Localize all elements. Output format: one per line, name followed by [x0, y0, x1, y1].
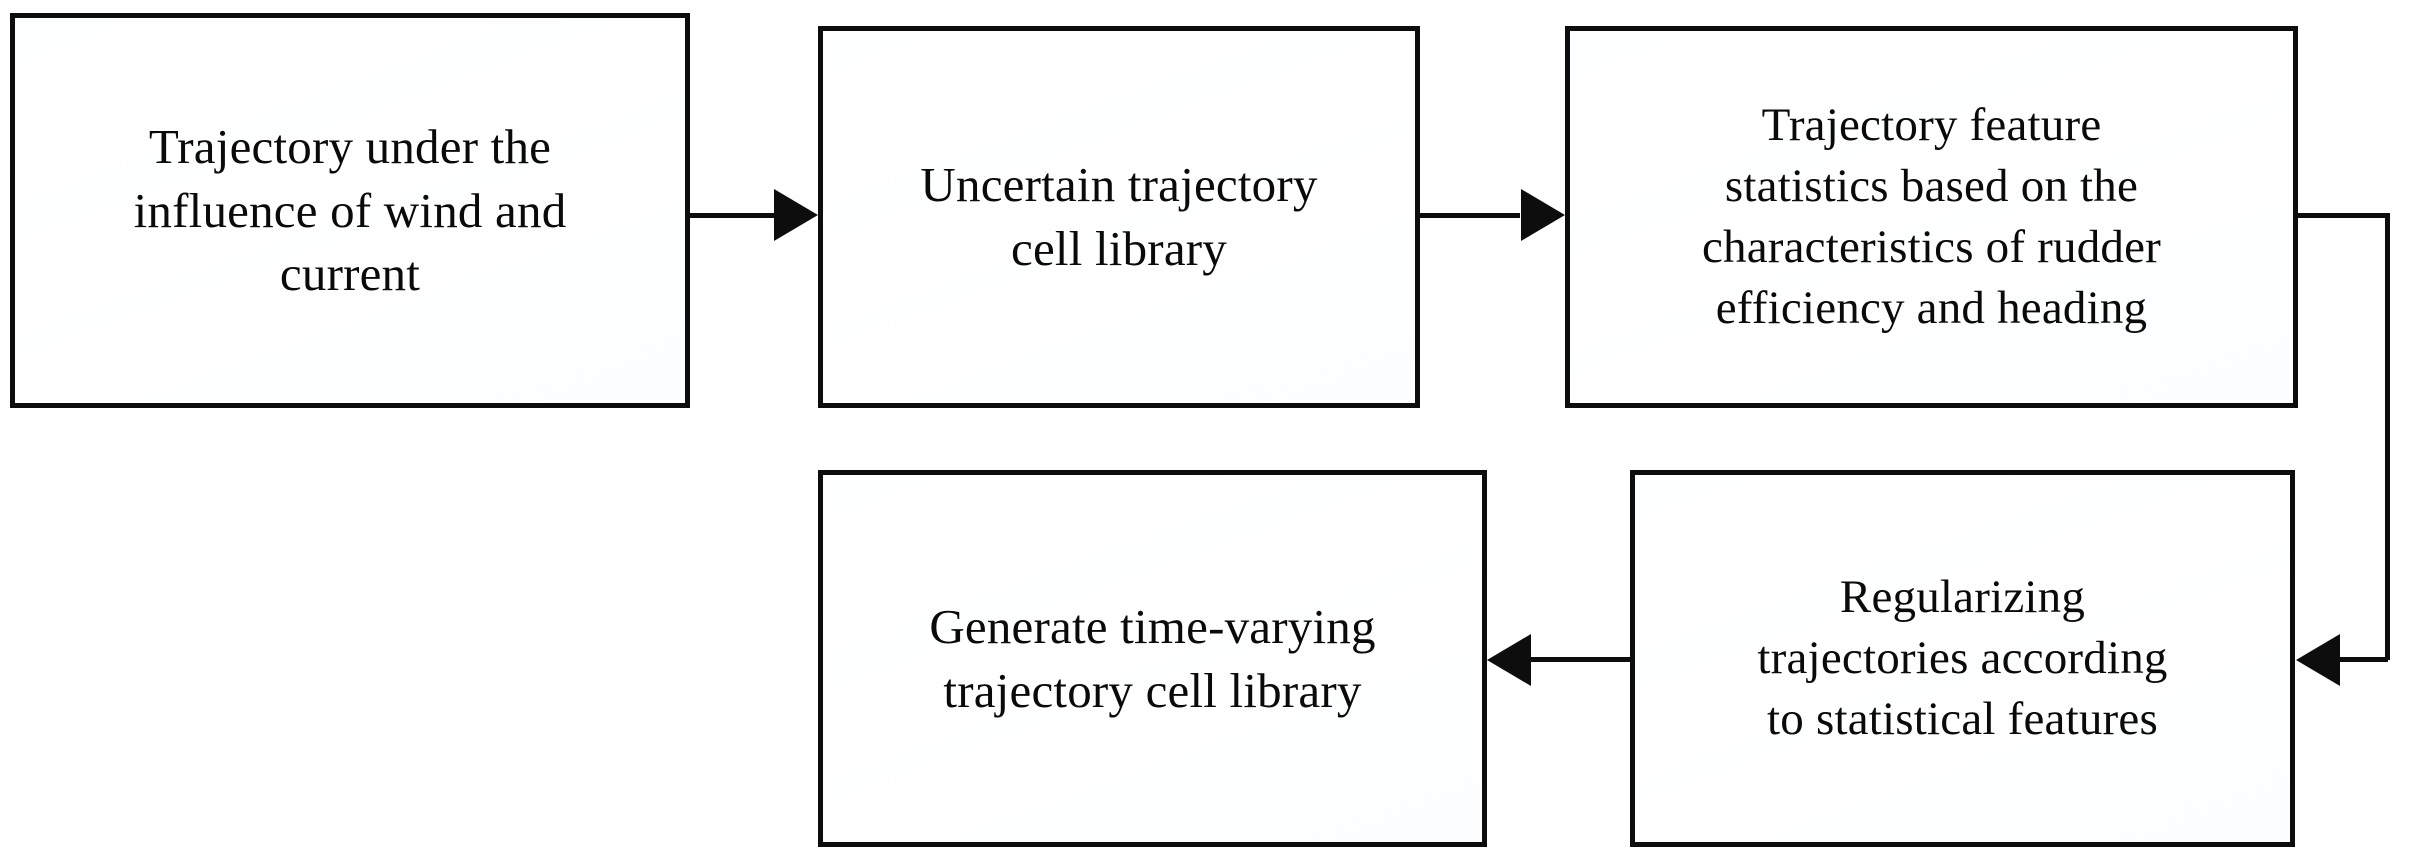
arrow-right-icon-source-to-uncertain: [774, 189, 818, 241]
edge-uncertain-to-statistics-line: [1420, 213, 1520, 218]
flow-node-uncertain: Uncertain trajectory cell library: [818, 26, 1420, 408]
flow-node-statistics: Trajectory feature statistics based on t…: [1565, 26, 2298, 408]
edge-statistics-to-regularize-segment-top: [2298, 213, 2390, 218]
flow-node-regularize: Regularizing trajectories according to s…: [1630, 470, 2295, 847]
arrow-left-icon-regularize-to-generate: [1487, 634, 1531, 686]
edge-statistics-to-regularize-segment-vertical: [2385, 213, 2390, 660]
flow-node-uncertain-label: Uncertain trajectory cell library: [920, 157, 1318, 276]
flow-node-generate: Generate time-varying trajectory cell li…: [818, 470, 1487, 847]
flow-node-regularize-label: Regularizing trajectories according to s…: [1757, 570, 2168, 746]
arrow-right-icon-uncertain-to-statistics: [1521, 189, 1565, 241]
edge-regularize-to-generate-line: [1530, 657, 1632, 662]
flow-node-statistics-label: Trajectory feature statistics based on t…: [1701, 98, 2162, 335]
arrow-left-icon-statistics-to-regularize: [2296, 634, 2340, 686]
flow-node-source-label: Trajectory under the influence of wind a…: [133, 118, 567, 302]
edge-statistics-to-regularize-segment-bottom: [2340, 657, 2388, 662]
edge-source-to-uncertain-line: [690, 213, 782, 218]
flow-node-source: Trajectory under the influence of wind a…: [10, 13, 690, 408]
flow-node-generate-label: Generate time-varying trajectory cell li…: [929, 598, 1376, 718]
